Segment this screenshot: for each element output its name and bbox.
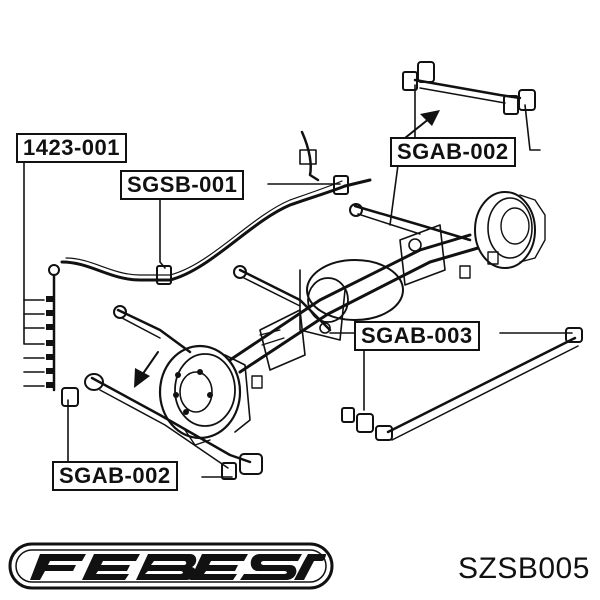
lateral-rod — [341, 327, 583, 441]
stabilizer-bushing-right — [333, 175, 349, 195]
febest-logo — [8, 542, 334, 590]
upper-trailing-arms — [233, 203, 472, 332]
part-label-sgab-002-top: SGAB-002 — [390, 137, 516, 167]
direction-arrows — [134, 110, 440, 388]
part-label-sgab-002-bottom: SGAB-002 — [52, 461, 178, 491]
lower-control-arm — [61, 373, 263, 480]
part-label-sgab-003: SGAB-003 — [354, 321, 480, 351]
lower-link-left — [113, 305, 192, 354]
stabilizer-link — [46, 264, 60, 392]
part-label-sgsb-001: SGSB-001 — [120, 170, 245, 200]
leader-lines — [23, 84, 573, 478]
brake-drum-left — [158, 344, 251, 440]
stabilizer-bushing-left — [156, 265, 172, 285]
upper-control-arm — [402, 61, 536, 115]
part-label-1423-001: 1423-001 — [16, 133, 127, 163]
hardware-small — [251, 238, 499, 389]
brake-drum-right — [474, 191, 546, 269]
differential — [306, 259, 404, 321]
part-code: SZSB005 — [458, 552, 590, 585]
axle-housing — [228, 224, 480, 374]
stabilizer-bar — [60, 130, 372, 285]
